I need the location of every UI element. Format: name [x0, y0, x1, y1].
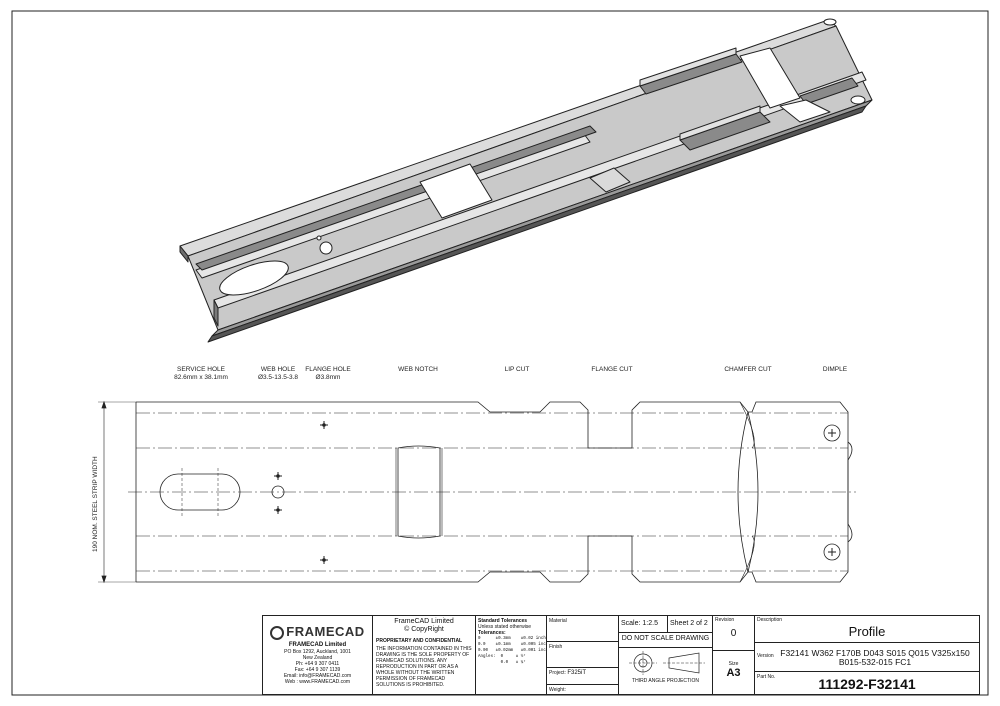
tolerances-subtitle: Unless stated otherwise [478, 624, 532, 630]
tolerances-title: Standard Tolerances [478, 618, 528, 624]
material-label: Material [547, 616, 618, 642]
company-web: Web : www.FRAMECAD.com [284, 678, 351, 685]
scale-value: Scale: 1:2.5 [619, 616, 668, 632]
material-cell: Material Finish Project: F325iT Weight: [547, 616, 619, 694]
third-angle-projection-icon [629, 651, 705, 675]
part-number: 111292-F32141 [818, 676, 916, 692]
revision-cell: Revision 0 Size A3 [713, 616, 755, 694]
tolerance-row: Angles: 0 ± ½° [478, 655, 526, 659]
version-value: F32141 W362 F170B D043 S015 Q015 V325x15… [780, 648, 970, 667]
framecad-logo: FRAMECAD [263, 624, 372, 640]
part-label: Part No. [757, 674, 776, 680]
company-cell: FRAMECAD FRAMECAD Limited PO Box 1292, A… [263, 616, 373, 694]
project-row: Project: F325iT [547, 668, 618, 685]
label-dimple: DIMPLE [822, 366, 848, 373]
company-name: FRAMECAD Limited [288, 641, 347, 648]
title-block: FRAMECAD FRAMECAD Limited PO Box 1292, A… [262, 615, 980, 695]
company-address-1: PO Box 1292, Auckland, 1001 [284, 648, 351, 655]
company-address-2: New Zealand [302, 654, 333, 661]
company-fax: Fax: +64 9 307 1139 [294, 666, 341, 673]
flat-pattern-view [98, 400, 856, 584]
projection-label: THIRD ANGLE PROJECTION [632, 678, 699, 684]
tolerance-row: 0.0 ±0.1mm ±0.005 inch [478, 643, 547, 647]
revision-value: 0 [730, 628, 737, 639]
revision-label: Revision [715, 617, 735, 623]
company-phone: Ph: +64 9 307 0411 [295, 660, 340, 667]
sheet-border [11, 10, 989, 696]
tolerances-label: Tolerances: [478, 630, 506, 636]
tolerance-row: 0.0 ± ¼° [478, 661, 526, 665]
label-strip-width: 190 NOM. STEEL STRIP WIDTH [92, 456, 99, 552]
tolerance-row: 0 ±0.3mm ±0.02 inch [478, 637, 546, 641]
proprietary-text: THE INFORMATION CONTAINED IN THIS DRAWIN… [376, 646, 472, 688]
version-label: Version [757, 653, 774, 659]
size-value: A3 [726, 667, 741, 679]
hole-markers [274, 421, 836, 564]
weight-label: Weight: [549, 687, 566, 693]
label-flange-cut: FLANGE CUT [591, 366, 633, 373]
isometric-stud-view [179, 18, 873, 343]
description-label: Description [757, 617, 783, 623]
proprietary-title: PROPRIETARY AND CONFIDENTIAL [376, 638, 463, 644]
description-cell: Description Profile Version F32141 W362 … [755, 616, 979, 694]
company-email: Email: info@FRAMECAD.com [283, 672, 352, 679]
label-web-notch: WEB NOTCH [398, 366, 438, 373]
label-chamfer-cut: CHAMFER CUT [724, 366, 772, 373]
tolerances-cell: Standard Tolerances Unless stated otherw… [476, 616, 547, 694]
copyright-mark: © CopyRight [404, 626, 444, 633]
tolerance-row: 0.00 ±0.02mm ±0.001 inch [478, 649, 547, 653]
size-label: Size [728, 661, 739, 667]
sheet-value: Sheet 2 of 2 [670, 620, 708, 627]
scale-cell: Scale: 1:2.5 Sheet 2 of 2 DO NOT SCALE D… [619, 616, 713, 694]
label-lip-cut: LIP CUT [504, 366, 530, 373]
copyright-company: FrameCAD Limited [394, 618, 454, 625]
finish-label: Finish [547, 642, 618, 668]
description-value: Profile [848, 624, 886, 639]
do-not-scale: DO NOT SCALE DRAWING [619, 633, 712, 648]
copyright-cell: FrameCAD Limited © CopyRight PROPRIETARY… [373, 616, 476, 694]
